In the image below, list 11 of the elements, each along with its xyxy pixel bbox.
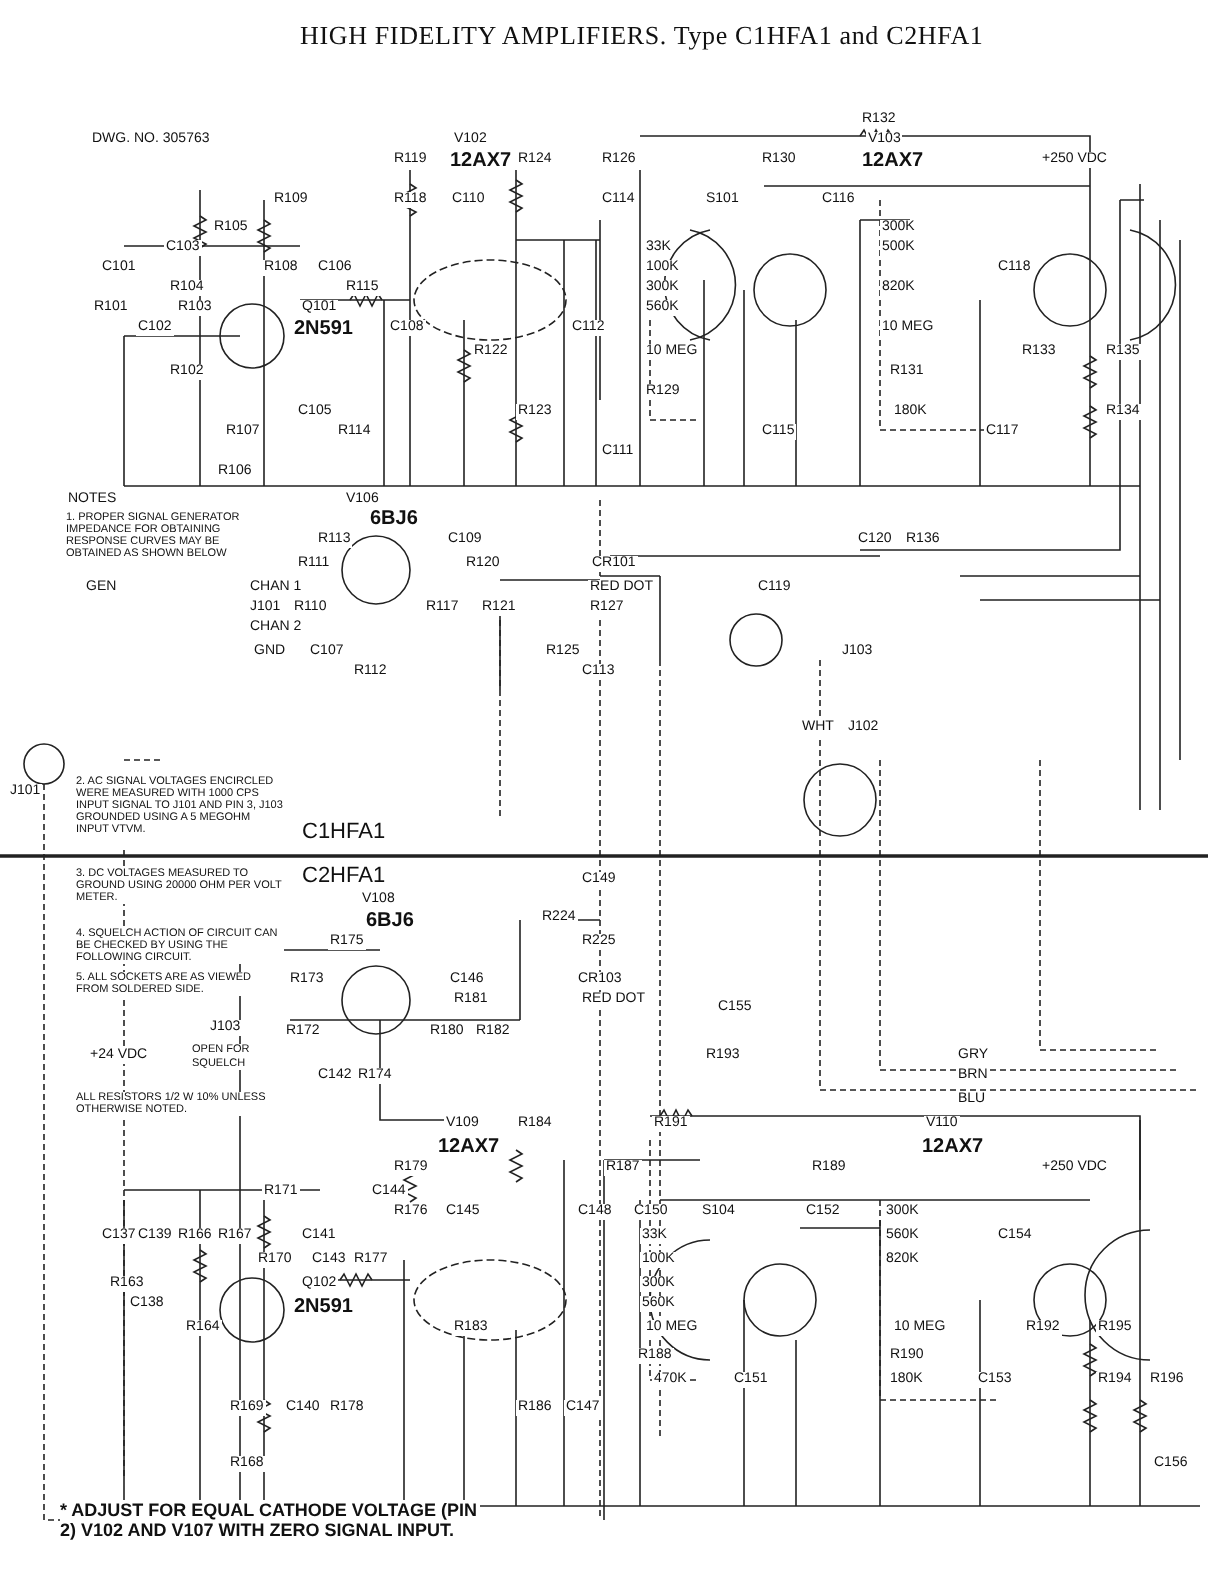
section-label: C1HFA1 bbox=[300, 820, 388, 844]
tube-type-label: 12AX7 bbox=[860, 150, 926, 172]
tube-type-label: 12AX7 bbox=[920, 1136, 986, 1158]
tube-type-label: 2N591 bbox=[292, 1296, 355, 1318]
section-label: C2HFA1 bbox=[300, 864, 388, 888]
footnote-text: * ADJUST FOR EQUAL CATHODE VOLTAGE (PIN 2) V102 AND V107 WITH ZERO SIGNAL INPUT. bbox=[60, 1500, 480, 1540]
tube-type-label: 12AX7 bbox=[436, 1136, 502, 1158]
tube-type-label: 12AX7 bbox=[448, 150, 514, 172]
tube-type-label: 2N591 bbox=[292, 318, 355, 340]
tube-type-label: 6BJ6 bbox=[364, 910, 416, 932]
tube-type-label: 6BJ6 bbox=[368, 508, 420, 530]
